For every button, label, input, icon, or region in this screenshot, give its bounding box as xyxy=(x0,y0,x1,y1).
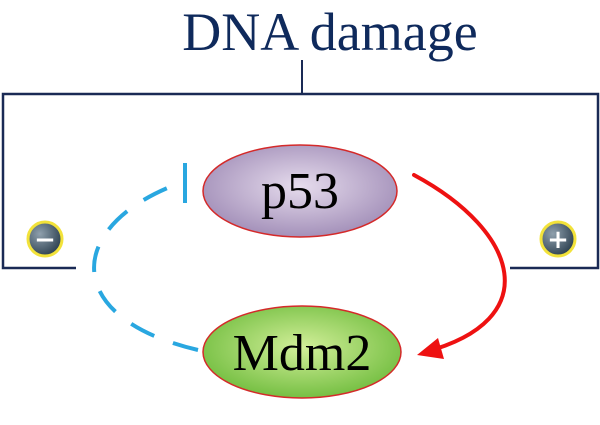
mdm2-ellipse xyxy=(202,305,402,399)
bracket-line xyxy=(1,92,600,270)
activation-arrow xyxy=(412,173,507,359)
activation-arrowhead xyxy=(417,338,444,359)
activation-curve xyxy=(412,173,507,354)
mdm2-label: Mdm2 xyxy=(233,325,372,382)
p53-label: p53 xyxy=(261,163,339,220)
inhibition-arrow xyxy=(92,163,199,352)
minus-circle xyxy=(26,220,64,258)
plus-circle xyxy=(539,220,577,258)
minus-sign-badge: − xyxy=(26,220,64,258)
p53-ellipse xyxy=(202,144,398,238)
p53-node: p53 xyxy=(202,144,398,238)
minus-symbol: − xyxy=(34,225,56,255)
mdm2-node: Mdm2 xyxy=(202,305,402,399)
inhibition-curve xyxy=(92,181,199,352)
plus-sign-badge: + xyxy=(539,220,577,258)
plus-symbol: + xyxy=(547,225,569,255)
title-dna-damage: DNA damage xyxy=(182,2,477,62)
dna-damage-bracket xyxy=(1,60,600,270)
